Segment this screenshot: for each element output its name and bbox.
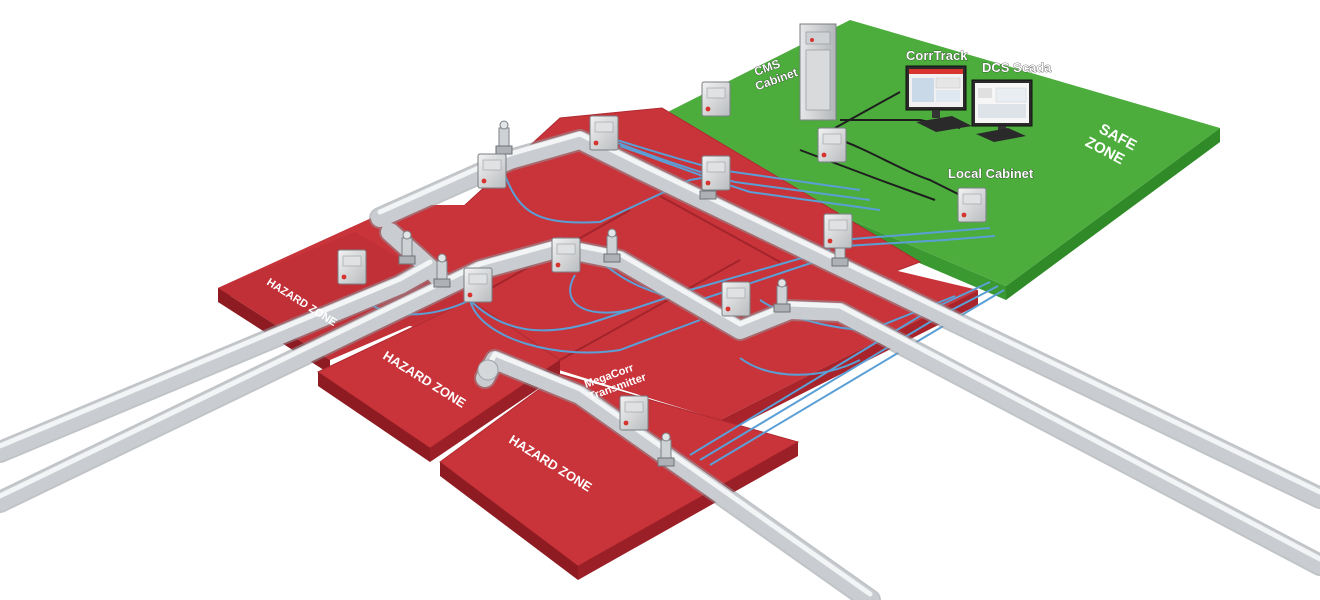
device-labels: CMS Cabinet CorrTrack DCS Scada Local Ca… (583, 48, 1053, 403)
cms-cabinet-label: CMS Cabinet (748, 52, 799, 93)
transmitter-box-icon (957, 187, 987, 223)
transmitter-box-icon (701, 81, 731, 117)
transmitter-box-icon (463, 267, 493, 303)
keyboard-icon (916, 116, 972, 132)
corrtrack-label: CorrTrack (906, 48, 968, 63)
transmitter-box-icon (337, 249, 367, 285)
transmitter-box-icon (477, 153, 507, 189)
corrosion-probe-icon (495, 120, 513, 155)
hazard-b-front (318, 372, 430, 462)
pipe-3 (371, 131, 1320, 507)
cms-cabinet-rack (799, 23, 837, 121)
transmitter-box-icon (721, 281, 751, 317)
transmitter-box-icon (551, 237, 581, 273)
keyboard-icon (976, 128, 1026, 142)
transmitter-box-icon (817, 127, 847, 163)
safe-zone-top (636, 20, 1220, 286)
transmitter-box-icon (619, 395, 649, 431)
hazard-c-front (440, 462, 578, 580)
dcs-scada-label: DCS Scada (982, 60, 1052, 75)
safe-zone-side (1006, 128, 1220, 300)
pipe-network (0, 129, 1320, 600)
pipe-1 (0, 259, 439, 461)
dcs-scada-workstation (971, 79, 1033, 142)
transmitter-box-icon (589, 115, 619, 151)
hazard-c-side (578, 442, 798, 580)
pipe-2 (0, 239, 1320, 574)
transmitter-box-icon (823, 213, 853, 249)
local-cabinet-label: Local Cabinet (948, 166, 1034, 181)
transmitter-box-icon (701, 155, 731, 191)
hazard-b-side (430, 360, 560, 462)
corrtrack-workstation (905, 65, 972, 132)
